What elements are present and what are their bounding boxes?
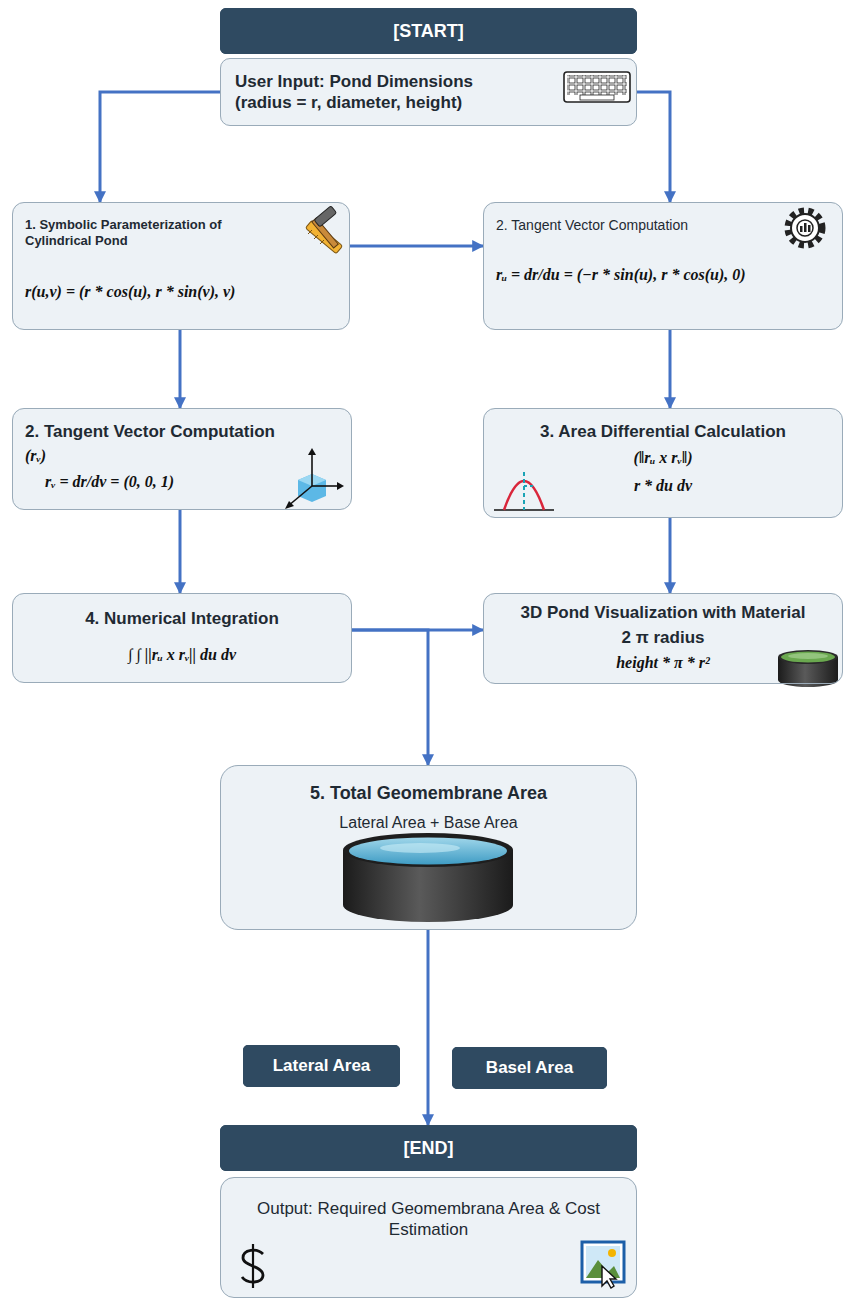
- node-text: (‖rᵤ x rᵥ‖): [494, 448, 832, 468]
- box-fill: [452, 1047, 607, 1089]
- axes-icon: [285, 448, 344, 509]
- box-fill: [243, 1045, 400, 1087]
- gear-icon: [788, 211, 822, 245]
- node-text: r * du dv: [494, 476, 832, 496]
- process-box: 3. Area Differential Calculation (‖rᵤ x r…: [483, 408, 843, 518]
- flow-arrow: [352, 630, 428, 765]
- end-bar: [END]: [220, 1125, 637, 1171]
- node-text: rᵥ = dr/dv = (0, 0, 1): [25, 472, 339, 492]
- keyboard-icon: [564, 72, 630, 102]
- node-text: rᵤ = dr/du = (−r * sin(u), r * cos(u), 0…: [496, 265, 832, 285]
- input-box: User Input: Pond Dimensions(radius = r, …: [220, 58, 637, 126]
- node-title: 2. Tangent Vector Computation: [25, 421, 339, 442]
- node-title: 2. Tangent Vector Computation: [496, 217, 832, 235]
- curve-icon: [494, 472, 554, 510]
- process-box: 4. Numerical Integration ∫ ∫ ||rᵤ x rᵥ|| …: [12, 593, 352, 683]
- node-title: [START]: [231, 20, 626, 43]
- process-box: 1. Symbolic Parameterization of Cylindri…: [12, 202, 350, 330]
- box-fill: [483, 408, 843, 518]
- visualization-box: 3D Pond Visualization with Material 2 π r…: [483, 593, 843, 684]
- output-box: Output: Required Geomembrana Area & Cost…: [220, 1177, 637, 1298]
- node-title: User Input: Pond Dimensions: [235, 71, 536, 92]
- flow-arrow: [100, 92, 220, 202]
- node-title: 5. Total Geomembrane Area: [233, 782, 624, 805]
- node-title: 3. Area Differential Calculation: [494, 421, 832, 442]
- start-bar: [START]: [220, 8, 637, 54]
- box-fill: [220, 765, 637, 930]
- flow-arrow: [669, 330, 672, 408]
- process-box: 2. Tangent Vector Computation rᵤ = dr/du …: [483, 202, 843, 330]
- flow-arrow: [179, 330, 182, 408]
- box-fill: [483, 202, 843, 330]
- flow-arrow: [179, 510, 182, 593]
- node-title: Lateral Area: [250, 1055, 393, 1076]
- pond-image: [343, 833, 513, 922]
- flow-arrow: [350, 245, 483, 248]
- output-tag: Basel Area: [452, 1047, 607, 1089]
- node-text: r(u,v) = (r * cos(u), r * sin(v), v): [25, 282, 339, 302]
- node-text: Lateral Area + Base Area: [233, 813, 624, 833]
- node-title: 1. Symbolic Parameterization of Cylindri…: [25, 217, 339, 250]
- node-text: (radius = r, diameter, height): [235, 92, 536, 113]
- output-tag: Lateral Area: [243, 1045, 400, 1087]
- box-fill: [220, 1177, 637, 1298]
- box-fill: [220, 8, 637, 54]
- flow-arrow: [669, 518, 672, 593]
- node-text: height * π * r²: [492, 653, 834, 673]
- box-fill: [12, 202, 350, 330]
- tools-icon: [305, 206, 342, 254]
- flow-arrow: [427, 930, 430, 1125]
- pond-material-image: [778, 650, 838, 687]
- result-box: 5. Total Geomembrane AreaLateral Area + …: [220, 765, 637, 930]
- node-title: 3D Pond Visualization with Material: [492, 602, 834, 623]
- box-fill: [220, 1125, 637, 1171]
- box-fill: [12, 408, 352, 510]
- node-title: Basel Area: [459, 1057, 600, 1078]
- picture-icon: [582, 1242, 624, 1288]
- node-text: 2 π radius: [492, 627, 834, 648]
- node-title: [END]: [231, 1137, 626, 1160]
- flow-arrow: [637, 92, 670, 202]
- node-text: ∫ ∫ ||rᵤ x rᵥ|| du dv: [23, 645, 341, 665]
- node-title: 4. Numerical Integration: [23, 608, 341, 629]
- node-title: Output: Required Geomembrana Area & Cost…: [243, 1198, 614, 1241]
- process-box: 2. Tangent Vector Computation (rᵥ) rᵥ = dr…: [12, 408, 352, 510]
- node-text: (rᵥ): [25, 446, 339, 466]
- box-fill: [220, 58, 637, 126]
- box-fill: [12, 593, 352, 683]
- dollar-icon: [242, 1244, 263, 1288]
